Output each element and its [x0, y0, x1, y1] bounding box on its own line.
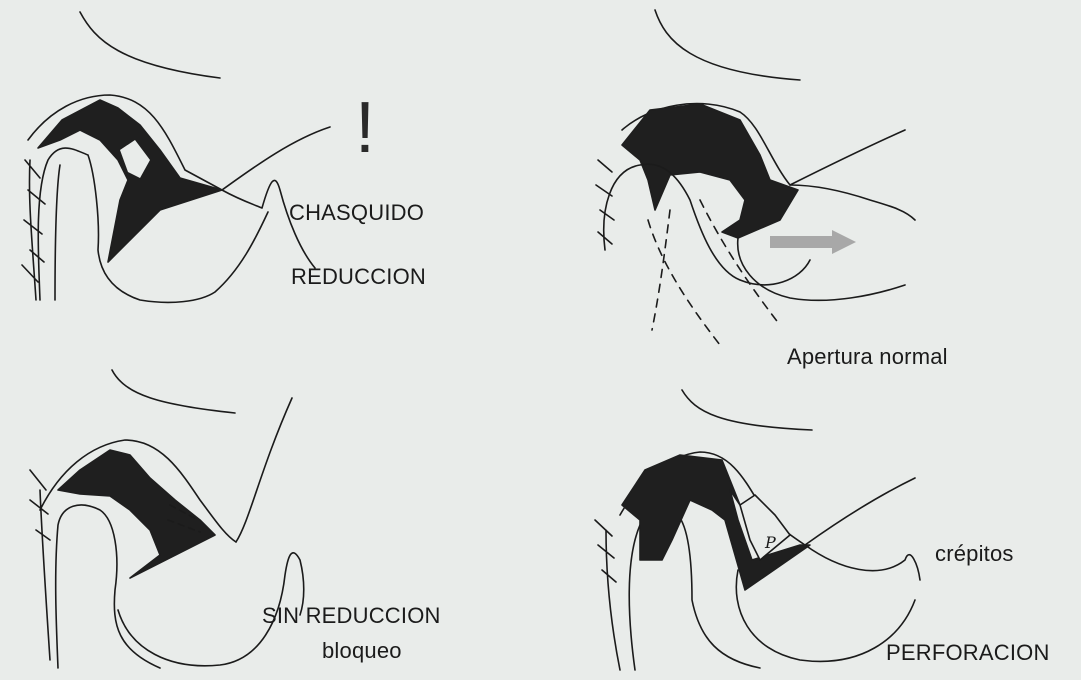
label-chasquido: CHASQUIDO — [289, 200, 424, 226]
skull-base-line — [682, 390, 812, 430]
label-bloqueo: bloqueo — [322, 638, 402, 664]
condyle-inner — [55, 165, 60, 300]
label-perforacion: PERFORACION — [886, 640, 1050, 666]
retrodiscal-hatching — [595, 520, 620, 670]
articular-eminence — [790, 185, 915, 220]
click-warning-mark: ! — [355, 92, 375, 164]
disc-shape — [38, 100, 222, 262]
label-apertura-normal: Apertura normal — [787, 344, 948, 370]
disc-letter: P — [764, 533, 776, 552]
label-reduccion: REDUCCION — [291, 264, 426, 290]
panel-top-left — [22, 12, 330, 302]
disc-shape — [58, 450, 215, 578]
skull-base-line — [112, 370, 235, 413]
condyle-closed — [604, 164, 810, 285]
retrodiscal-hatching — [596, 160, 614, 244]
label-sin-reduccion: SIN REDUCCION — [262, 603, 441, 629]
opening-arrow — [770, 230, 856, 254]
disc-shape — [622, 455, 810, 590]
skull-base-line — [655, 10, 800, 80]
condyle-outline — [56, 505, 160, 668]
skull-base-line — [80, 12, 220, 78]
label-crepitos: crépitos — [935, 541, 1014, 567]
articular-eminence — [805, 545, 920, 580]
articular-eminence — [236, 398, 292, 542]
panel-bottom-right: P — [595, 390, 920, 670]
panel-top-right — [596, 10, 915, 345]
